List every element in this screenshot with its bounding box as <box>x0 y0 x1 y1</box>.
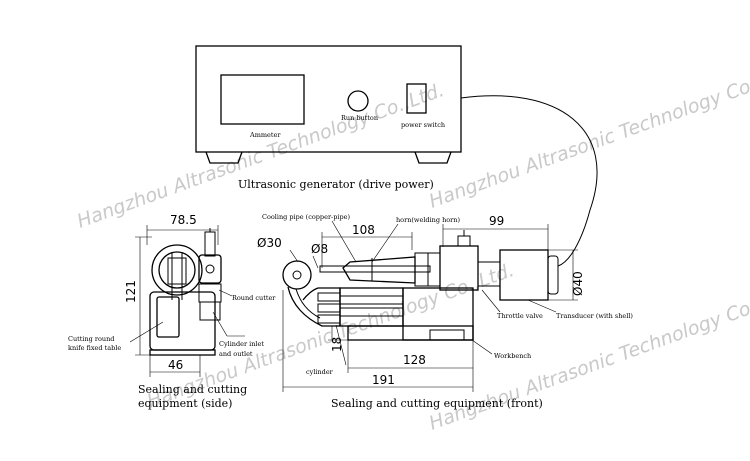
workbench-base <box>347 325 474 341</box>
cutting-table-label-2: knife fixed table <box>68 344 121 352</box>
cutting-table <box>156 296 180 338</box>
dim-base-text: 46 <box>168 358 183 372</box>
throttle-valve-label: Throttle valve <box>497 312 543 320</box>
workbench-label: Workbench <box>494 352 531 360</box>
watermark-4: Hangzhou Altrasonic Technology Co.,Ltd. <box>426 281 750 435</box>
power-cable <box>460 95 598 267</box>
dim-30-text: Ø30 <box>257 236 282 250</box>
dim-191-text: 191 <box>372 373 395 387</box>
side-caption-1: Sealing and cutting <box>138 383 247 396</box>
ammeter-label: Ammeter <box>249 131 281 139</box>
power-switch-label: power switch <box>401 121 445 129</box>
run-button <box>347 90 369 112</box>
run-button-label: Run button <box>341 114 378 122</box>
front-round-cutter <box>282 260 312 290</box>
cooling-pipe <box>319 265 431 273</box>
side-cylinder-label-1: Cylinder inlet <box>219 340 264 348</box>
ammeter-window <box>220 74 305 125</box>
front-view: Cooling pipe (copper-pipe) horn(welding … <box>257 213 633 410</box>
generator-foot-left <box>205 151 243 164</box>
side-body <box>149 291 216 351</box>
side-caption-2: equipment (side) <box>138 397 232 410</box>
cutting-table-label-1: Cutting round <box>68 335 114 343</box>
side-cylinder-rod <box>204 231 216 257</box>
transducer-label: Transducer (with shell) <box>556 312 633 320</box>
ultrasonic-generator: Ammeter Run button power switch Ultrason… <box>195 45 598 267</box>
dim-height-text: 121 <box>124 280 138 303</box>
generator-caption: Ultrasonic generator (drive power) <box>238 178 434 191</box>
dim-128-text: 128 <box>403 353 426 367</box>
round-cutter-inner <box>158 251 196 289</box>
dim-40-text: Ø40 <box>571 271 585 296</box>
watermark-1: Hangzhou Altrasonic Technology Co.,Ltd. <box>74 79 447 233</box>
dim-99-text: 99 <box>489 214 504 228</box>
welding-horn <box>342 256 416 284</box>
front-cylinder-label: cylinder <box>306 368 334 376</box>
generator-housing <box>195 45 462 153</box>
round-cutter-outer <box>151 244 203 296</box>
throttle-valve <box>457 235 471 247</box>
power-switch <box>406 83 427 114</box>
side-view: 78.5 121 46 Round cutter Cutting r <box>68 213 276 410</box>
round-cutter-label: Round cutter <box>232 294 276 302</box>
side-base <box>149 349 216 356</box>
cutter-hub <box>167 257 187 285</box>
dim-width-text: 78.5 <box>170 213 197 227</box>
generator-foot-right <box>414 151 452 164</box>
front-caption: Sealing and cutting equipment (front) <box>331 397 543 410</box>
side-cylinder-label-2: and outlet <box>219 350 253 358</box>
cooling-pipe-label: Cooling pipe (copper-pipe) <box>262 213 350 221</box>
dim-18-text: 18 <box>330 337 344 352</box>
side-cylinder-block <box>198 254 222 284</box>
dim-108-text: 108 <box>352 223 375 237</box>
horn-label: horn(welding horn) <box>396 216 460 224</box>
dim-8-text: Ø8 <box>311 242 328 256</box>
